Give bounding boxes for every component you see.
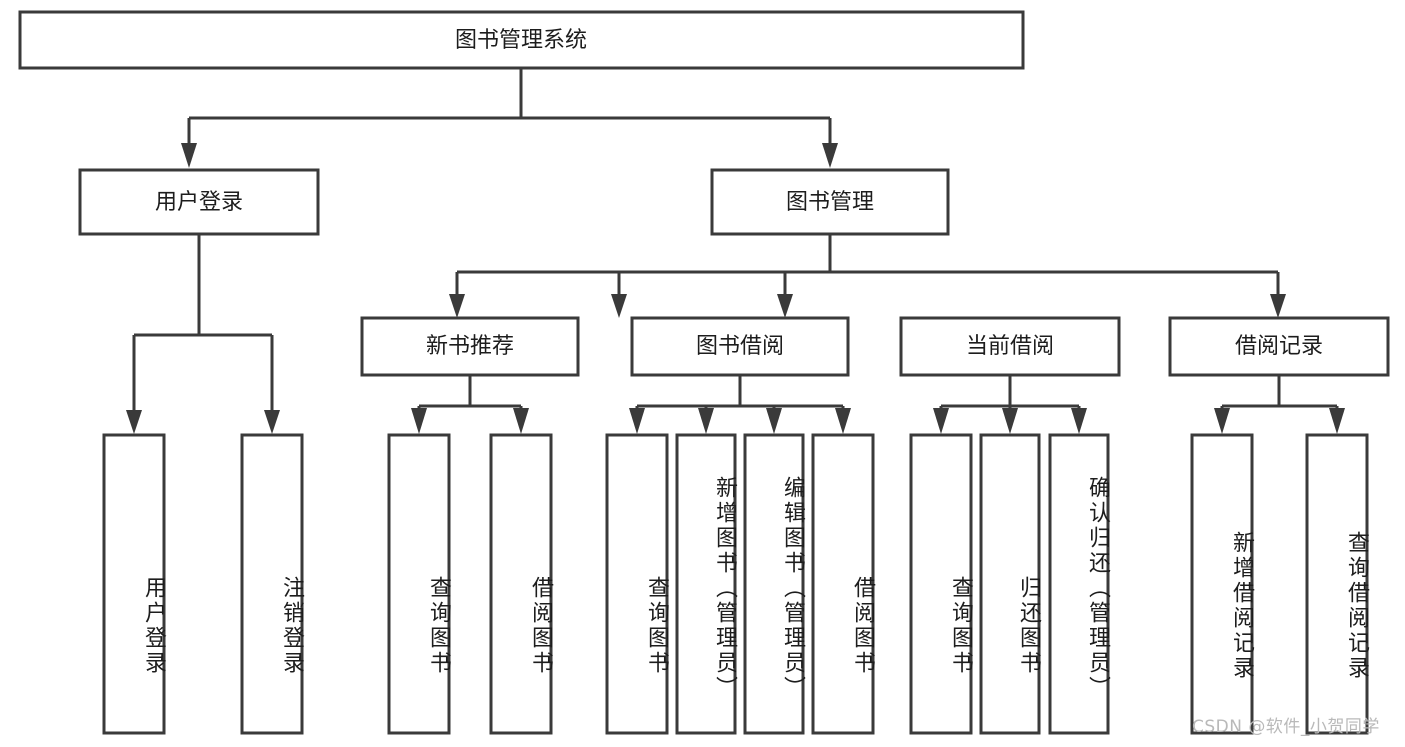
leaf-box-borrow-record-0[interactable] (1190, 433, 1254, 735)
arrow-head-icon (513, 408, 529, 434)
connector-current-borrow-to-leaves (933, 375, 1087, 434)
leaf-box-current-borrow-0[interactable] (909, 433, 973, 735)
node-root-label: 图书管理系统 (455, 28, 587, 53)
leaf-box-borrow-record-1[interactable] (1305, 433, 1369, 735)
node-current-borrow-box[interactable] (899, 316, 1121, 377)
connector-borrow-record-to-leaves (1214, 375, 1345, 434)
arrow-head-icon (449, 294, 465, 318)
arrow-head-icon (766, 408, 782, 434)
node-book-borrow-label: 图书借阅 (696, 334, 784, 359)
leaf-box-user-login-1[interactable] (240, 433, 304, 735)
arrow-head-icon (822, 143, 838, 168)
arrow-head-icon (264, 410, 280, 434)
arrow-head-icon (611, 294, 627, 318)
arrow-head-icon (126, 410, 142, 434)
leaf-box-new-book-recommend-0[interactable] (387, 433, 451, 735)
arrow-head-icon (1329, 408, 1345, 434)
node-user-login-box[interactable] (78, 168, 320, 236)
connector-user-login-to-leaves (126, 234, 280, 434)
leaf-box-new-book-recommend-1[interactable] (489, 433, 553, 735)
arrow-head-icon (933, 408, 949, 434)
node-new-book-recommend-box[interactable] (360, 316, 580, 377)
arrow-head-icon (698, 408, 714, 434)
connector-book-borrow-to-leaves (629, 375, 851, 434)
leaf-box-book-borrow-3[interactable] (811, 433, 875, 735)
node-root[interactable]: 图书管理系统 (18, 10, 1025, 70)
node-new-book-recommend[interactable]: 新书推荐 (360, 316, 580, 377)
node-user-login-label: 用户登录 (155, 190, 243, 215)
leaf-box-user-login-0[interactable] (102, 433, 166, 735)
node-current-borrow[interactable]: 当前借阅 (899, 316, 1121, 377)
arrow-head-icon (629, 408, 645, 434)
connector-book-management-to-level2 (449, 234, 1286, 318)
csdn-watermark: CSDN @软件_小贺同学 (1192, 717, 1380, 737)
node-book-management[interactable]: 图书管理 (710, 168, 950, 236)
leaf-box-book-borrow-0[interactable] (605, 433, 669, 735)
leaf-box-book-borrow-1[interactable] (675, 433, 737, 735)
arrow-head-icon (411, 408, 427, 434)
arrow-head-icon (181, 143, 197, 168)
arrow-head-icon (1071, 408, 1087, 434)
arrow-head-icon (835, 408, 851, 434)
arrow-head-icon (1270, 294, 1286, 318)
node-book-management-label: 图书管理 (786, 190, 874, 215)
connector-new-book-recommend-to-leaves (411, 375, 529, 434)
node-user-login[interactable]: 用户登录 (78, 168, 320, 236)
node-book-borrow[interactable]: 图书借阅 (630, 316, 850, 377)
leaf-box-current-borrow-2[interactable] (1048, 433, 1110, 735)
arrow-head-icon (1002, 408, 1018, 434)
leaf-box-current-borrow-1[interactable] (979, 433, 1041, 735)
leaf-box-book-borrow-2[interactable] (743, 433, 805, 735)
connector-root-to-level1 (181, 68, 838, 168)
node-root-box[interactable] (18, 10, 1025, 70)
node-borrow-record[interactable]: 借阅记录 (1168, 316, 1390, 377)
node-borrow-record-label: 借阅记录 (1235, 334, 1323, 359)
arrow-head-icon (777, 294, 793, 318)
arrow-head-icon (1214, 408, 1230, 434)
node-current-borrow-label: 当前借阅 (966, 334, 1054, 359)
node-new-book-recommend-label: 新书推荐 (426, 334, 514, 359)
